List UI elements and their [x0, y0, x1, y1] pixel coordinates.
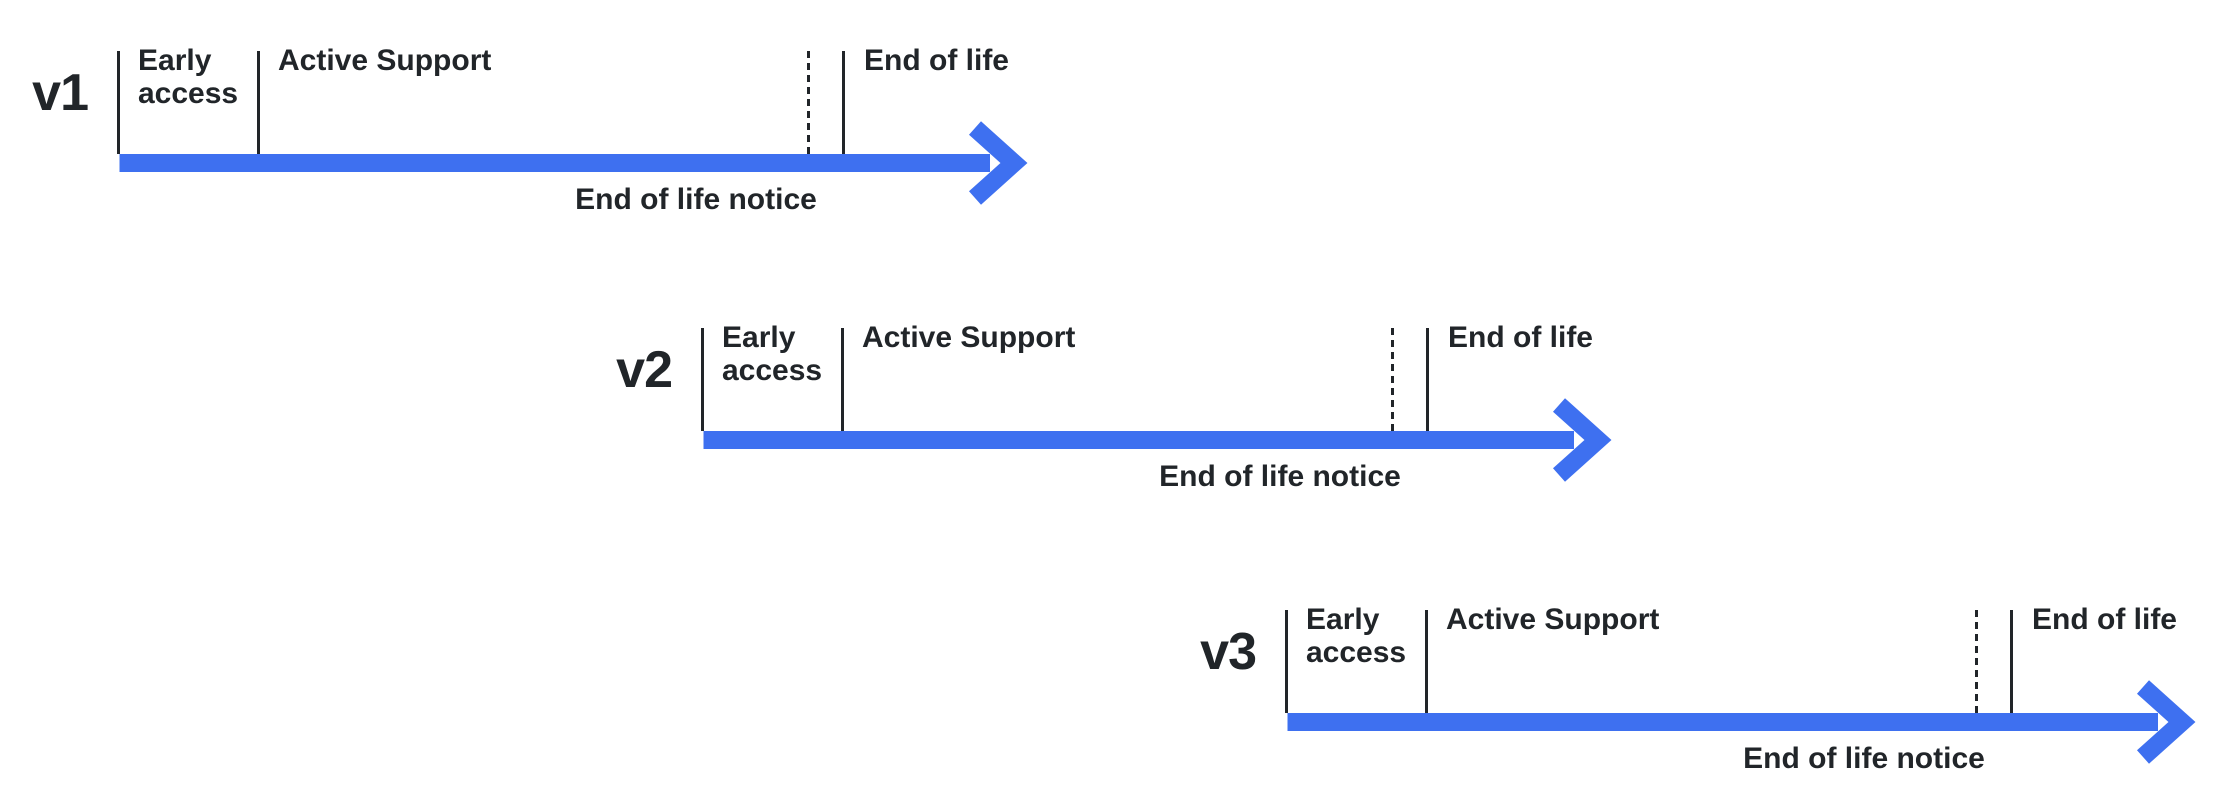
active-support-label: Active Support	[278, 44, 492, 77]
active-support-label: Active Support	[862, 321, 1076, 354]
early-access-tick	[1285, 610, 1288, 713]
version-label: v2	[616, 341, 673, 399]
eol-notice-dashed-line	[807, 51, 810, 154]
version-label: v1	[32, 64, 89, 122]
end-of-life-notice-label: End of life notice	[1159, 460, 1401, 493]
early-access-label: Early access	[722, 321, 823, 387]
version-label: v3	[1200, 623, 1257, 681]
timeline-row-v2: v2 Early access Active Support End of li…	[444, 319, 1624, 549]
end-of-life-label: End of life	[2032, 603, 2177, 636]
end-of-life-tick	[842, 51, 845, 154]
timeline-arrow-icon	[119, 121, 1028, 205]
end-of-life-tick	[1426, 328, 1429, 431]
active-support-tick	[257, 51, 260, 154]
active-support-tick	[841, 328, 844, 431]
timeline-row-v1: v1 Early access Active Support End of li…	[0, 42, 1040, 272]
early-access-tick	[117, 51, 120, 154]
active-support-label: Active Support	[1446, 603, 1660, 636]
end-of-life-label: End of life	[864, 44, 1009, 77]
eol-notice-dashed-line	[1975, 610, 1978, 713]
timeline-arrow-icon	[703, 398, 1612, 482]
early-access-label: Early access	[138, 44, 239, 110]
timeline-arrow-icon	[1287, 680, 2196, 764]
end-of-life-notice-label: End of life notice	[1743, 742, 1985, 775]
end-of-life-label: End of life	[1448, 321, 1593, 354]
eol-notice-dashed-line	[1391, 328, 1394, 431]
early-access-label: Early access	[1306, 603, 1407, 669]
timeline-row-v3: v3 Early access Active Support End of li…	[1028, 601, 2208, 812]
end-of-life-tick	[2010, 610, 2013, 713]
early-access-tick	[701, 328, 704, 431]
end-of-life-notice-label: End of life notice	[575, 183, 817, 216]
active-support-tick	[1425, 610, 1428, 713]
